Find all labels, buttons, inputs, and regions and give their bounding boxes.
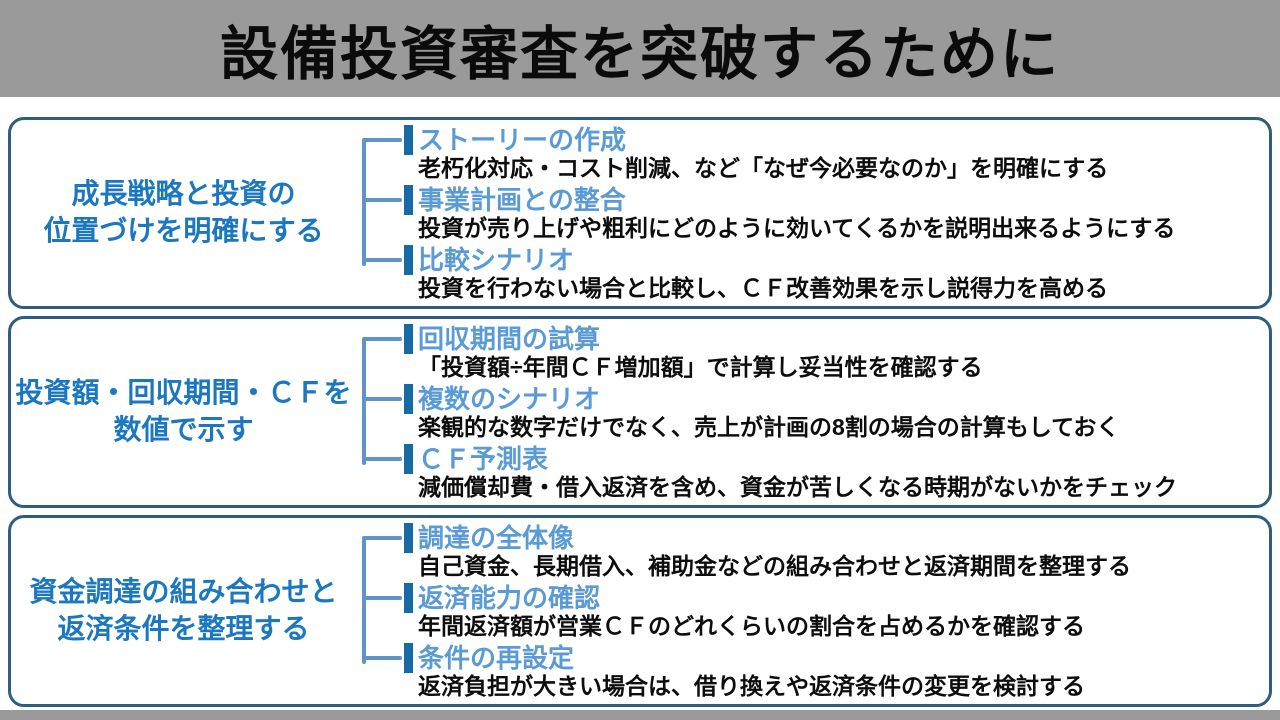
item-description: 減価償却費・借入返済を含め、資金が苦しくなる時期がないかをチェック [418, 474, 1177, 500]
item-title: 回収期間の試算 [404, 324, 600, 354]
item-description: 老朽化対応・コスト削減、など「なぜ今必要なのか」を明確にする [418, 155, 1109, 181]
list-item: 複数のシナリオ 楽観的な数字だけでなく、売上が計画の8割の場合の計算もしておく [356, 384, 1263, 440]
item-description: 自己資金、長期借入、補助金などの組み合わせと返済期間を整理する [418, 553, 1131, 579]
page-title: 設備投資審査を突破するために [219, 21, 1060, 87]
list-item: 調達の全体像 自己資金、長期借入、補助金などの組み合わせと返済期間を整理する [356, 523, 1263, 579]
section-label: 資金調達の組み合わせと 返済条件を整理する [11, 518, 356, 704]
tree-trunk-line [362, 538, 366, 664]
list-item: 事業計画との整合 投資が売り上げや粗利にどのように効いてくるかを説明出来るように… [356, 185, 1263, 241]
item-title: 事業計画との整合 [404, 185, 626, 215]
item-title: ＣＦ予測表 [404, 444, 548, 474]
list-item: 回収期間の試算 「投資額÷年間ＣＦ増加額」で計算し妥当性を確認する [356, 324, 1263, 380]
section-items: 回収期間の試算 「投資額÷年間ＣＦ増加額」で計算し妥当性を確認する 複数のシナリ… [356, 319, 1269, 505]
content: 成長戦略と投資の 位置づけを明確にする ストーリーの作成 老朽化対応・コスト削減… [0, 97, 1280, 710]
item-description: 年間返済額が営業ＣＦのどれくらいの割合を占めるかを確認する [418, 613, 1085, 639]
tree-trunk-line [362, 140, 366, 266]
section-label: 投資額・回収期間・ＣＦを 数値で示す [11, 319, 356, 505]
list-item: ＣＦ予測表 減価償却費・借入返済を含め、資金が苦しくなる時期がないかをチェック [356, 444, 1263, 500]
bottom-strip [0, 710, 1280, 720]
item-title: 返済能力の確認 [404, 583, 600, 613]
page-title-bar: 設備投資審査を突破するために [0, 0, 1280, 97]
item-title: 条件の再設定 [404, 643, 574, 673]
section-label-line: 数値で示す [113, 414, 254, 445]
list-item: 比較シナリオ 投資を行わない場合と比較し、ＣＦ改善効果を示し説得力を高める [356, 245, 1263, 301]
section-label-line: 投資額・回収期間・ＣＦを [15, 377, 352, 409]
item-title: 比較シナリオ [404, 245, 574, 275]
item-description: 「投資額÷年間ＣＦ増加額」で計算し妥当性を確認する [418, 354, 983, 380]
list-item: 返済能力の確認 年間返済額が営業ＣＦのどれくらいの割合を占めるかを確認する [356, 583, 1263, 639]
section-investment-numbers: 投資額・回収期間・ＣＦを 数値で示す 回収期間の試算 「投資額÷年間ＣＦ増加額」… [8, 316, 1272, 508]
tree-trunk-line [362, 339, 366, 465]
section-items: ストーリーの作成 老朽化対応・コスト削減、など「なぜ今必要なのか」を明確にする … [356, 120, 1269, 306]
section-label: 成長戦略と投資の 位置づけを明確にする [11, 120, 356, 306]
section-label-line: 返済条件を整理する [57, 613, 310, 644]
section-funding-repayment: 資金調達の組み合わせと 返済条件を整理する 調達の全体像 自己資金、長期借入、補… [8, 515, 1272, 707]
item-description: 返済負担が大きい場合は、借り換えや返済条件の変更を検討する [418, 673, 1085, 699]
section-growth-strategy: 成長戦略と投資の 位置づけを明確にする ストーリーの作成 老朽化対応・コスト削減… [8, 117, 1272, 309]
list-item: ストーリーの作成 老朽化対応・コスト削減、など「なぜ今必要なのか」を明確にする [356, 125, 1263, 181]
section-label-line: 成長戦略と投資の [71, 178, 296, 210]
section-items: 調達の全体像 自己資金、長期借入、補助金などの組み合わせと返済期間を整理する 返… [356, 518, 1269, 704]
list-item: 条件の再設定 返済負担が大きい場合は、借り換えや返済条件の変更を検討する [356, 643, 1263, 699]
section-label-line: 資金調達の組み合わせと [29, 576, 338, 608]
item-title: 複数のシナリオ [404, 384, 600, 414]
section-label-line: 位置づけを明確にする [43, 215, 324, 246]
item-title: ストーリーの作成 [404, 125, 626, 155]
item-description: 投資を行わない場合と比較し、ＣＦ改善効果を示し説得力を高める [418, 275, 1108, 301]
item-description: 投資が売り上げや粗利にどのように効いてくるかを説明出来るようにする [418, 215, 1176, 241]
item-description: 楽観的な数字だけでなく、売上が計画の8割の場合の計算もしておく [418, 414, 1120, 440]
item-title: 調達の全体像 [404, 523, 574, 553]
